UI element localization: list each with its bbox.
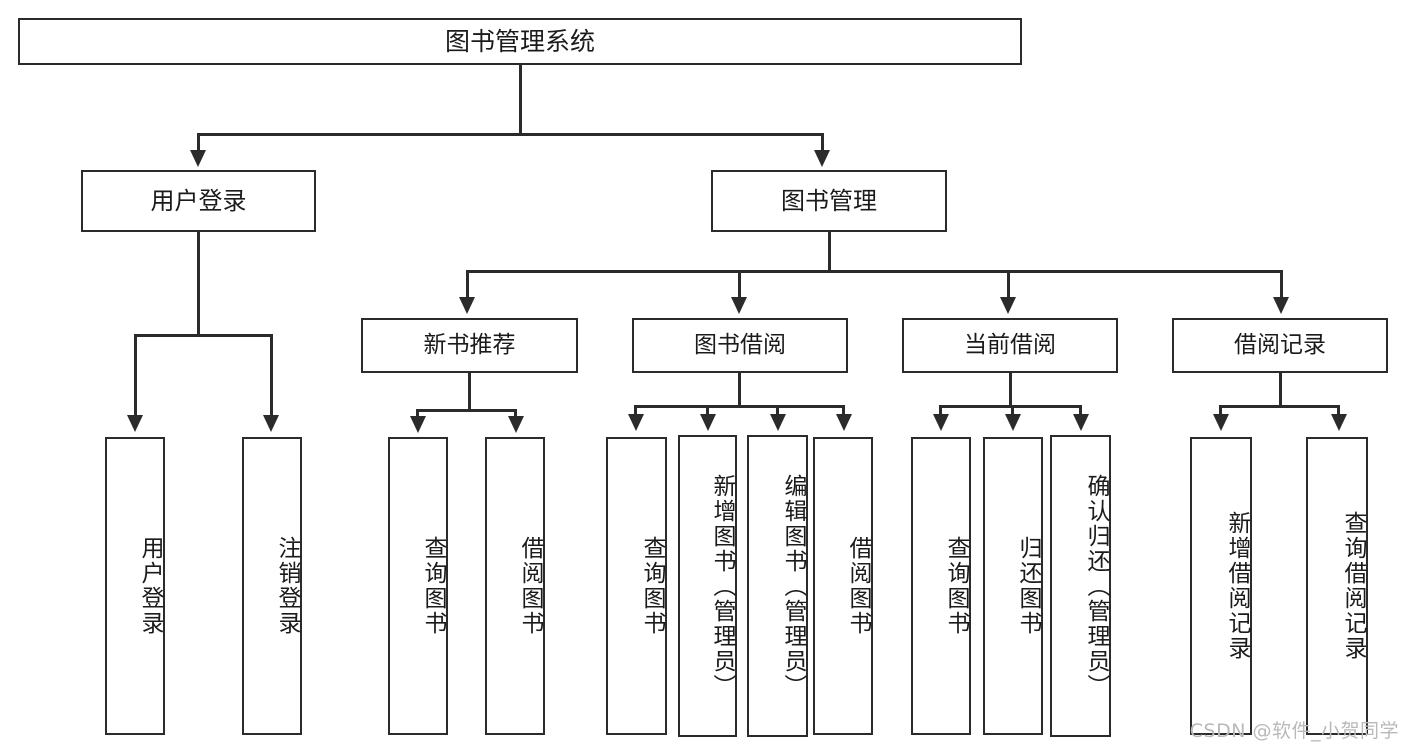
edge-root-stem	[519, 65, 522, 135]
node-borrowing-records[interactable]: 借阅记录	[1172, 318, 1388, 373]
edge-borrow-drop-3	[776, 405, 779, 417]
node-leaf-label: 借阅图书	[845, 536, 871, 636]
node-leaf-label: 新增借阅记录	[1224, 511, 1250, 661]
edge-book-mgmt-drop-1	[466, 270, 469, 298]
node-leaf-label: 新增图书（管理员）	[709, 473, 735, 699]
arrow-new-books-leaf-1	[410, 416, 426, 433]
edge-user-login-bus	[134, 334, 272, 337]
node-leaf-label: 用户登录	[137, 536, 163, 636]
arrow-user-login-leaf-2	[263, 415, 279, 432]
node-leaf-label: 查询借阅记录	[1340, 511, 1366, 661]
arrow-current-leaf-3	[1073, 414, 1089, 431]
arrow-book-mgmt-to-records	[1273, 297, 1289, 314]
edge-user-login-stem	[197, 232, 200, 336]
edge-book-mgmt-drop-3	[1007, 270, 1010, 298]
edge-current-drop-1	[939, 405, 942, 417]
edge-borrow-drop-4	[842, 405, 845, 417]
node-leaf-edit-book-admin[interactable]: 编辑图书（管理员）	[747, 435, 808, 737]
edge-book-mgmt-drop-4	[1280, 270, 1283, 298]
node-leaf-query-books-newbooks[interactable]: 查询图书	[388, 437, 448, 735]
node-book-borrowing[interactable]: 图书借阅	[632, 318, 848, 373]
arrow-borrow-leaf-4	[836, 414, 852, 431]
edge-borrow-bus	[634, 405, 844, 408]
node-leaf-user-logout[interactable]: 注销登录	[242, 437, 302, 735]
arrow-book-mgmt-to-current	[1000, 297, 1016, 314]
arrow-current-leaf-1	[933, 414, 949, 431]
node-leaf-label: 查询图书	[420, 536, 446, 636]
node-new-book-recommendation[interactable]: 新书推荐	[361, 318, 578, 373]
node-leaf-label: 归还图书	[1015, 536, 1041, 636]
node-leaf-query-books-current[interactable]: 查询图书	[911, 437, 971, 735]
edge-current-stem	[1009, 373, 1012, 407]
node-leaf-confirm-return-admin[interactable]: 确认归还（管理员）	[1050, 435, 1111, 737]
edge-book-mgmt-stem	[828, 232, 831, 272]
node-leaf-query-borrow-record[interactable]: 查询借阅记录	[1306, 437, 1368, 735]
node-leaf-return-books[interactable]: 归还图书	[983, 437, 1043, 735]
edge-borrow-drop-1	[634, 405, 637, 417]
arrow-current-leaf-2	[1005, 414, 1021, 431]
arrow-records-leaf-1	[1213, 414, 1229, 431]
node-root-system[interactable]: 图书管理系统	[18, 18, 1022, 65]
edge-records-stem	[1279, 373, 1282, 407]
edge-book-mgmt-bus	[466, 270, 1282, 273]
node-leaf-label: 注销登录	[274, 536, 300, 636]
edge-borrow-drop-2	[706, 405, 709, 417]
arrow-new-books-leaf-2	[508, 416, 524, 433]
arrow-borrow-leaf-1	[628, 414, 644, 431]
edge-records-drop-2	[1337, 405, 1340, 417]
node-leaf-add-borrow-record[interactable]: 新增借阅记录	[1190, 437, 1252, 735]
node-leaf-label: 借阅图书	[517, 536, 543, 636]
arrow-user-login-leaf-1	[127, 415, 143, 432]
node-leaf-borrow-books-newbooks[interactable]: 借阅图书	[485, 437, 545, 735]
node-leaf-label: 查询图书	[943, 536, 969, 636]
arrow-book-mgmt-to-new-books	[459, 297, 475, 314]
edge-borrow-stem	[738, 373, 741, 407]
arrow-book-mgmt-to-borrow	[731, 297, 747, 314]
csdn-watermark: CSDN @软件_小贺同学	[1189, 720, 1399, 742]
arrow-borrow-leaf-2	[700, 414, 716, 431]
edge-records-drop-1	[1219, 405, 1222, 417]
node-leaf-user-login[interactable]: 用户登录	[105, 437, 165, 735]
edge-new-books-stem	[468, 373, 471, 411]
edge-new-books-bus	[416, 409, 516, 412]
edge-current-bus	[939, 405, 1081, 408]
edge-user-login-drop-2	[270, 334, 273, 418]
node-leaf-label: 查询图书	[639, 536, 665, 636]
node-leaf-query-books-borrow[interactable]: 查询图书	[606, 437, 667, 735]
edge-root-to-book-mgmt	[821, 133, 824, 153]
edge-current-drop-3	[1079, 405, 1082, 417]
node-leaf-label: 编辑图书（管理员）	[780, 473, 806, 699]
edge-root-bus	[197, 133, 823, 136]
node-leaf-add-book-admin[interactable]: 新增图书（管理员）	[678, 435, 737, 737]
node-book-management[interactable]: 图书管理	[711, 170, 947, 232]
arrow-borrow-leaf-3	[770, 414, 786, 431]
edge-user-login-drop-1	[134, 334, 137, 418]
node-leaf-label: 确认归还（管理员）	[1083, 473, 1109, 699]
node-user-login[interactable]: 用户登录	[81, 170, 316, 232]
arrow-records-leaf-2	[1331, 414, 1347, 431]
edge-root-to-user-login	[197, 133, 200, 153]
arrow-root-to-user-login	[190, 150, 206, 167]
edge-current-drop-2	[1011, 405, 1014, 417]
edge-records-bus	[1219, 405, 1339, 408]
edge-book-mgmt-drop-2	[738, 270, 741, 298]
edge-new-books-drop-1	[416, 409, 419, 419]
node-leaf-borrow-books-borrow[interactable]: 借阅图书	[813, 437, 873, 735]
arrow-root-to-book-mgmt	[814, 150, 830, 167]
edge-new-books-drop-2	[514, 409, 517, 419]
node-current-borrowing[interactable]: 当前借阅	[902, 318, 1118, 373]
